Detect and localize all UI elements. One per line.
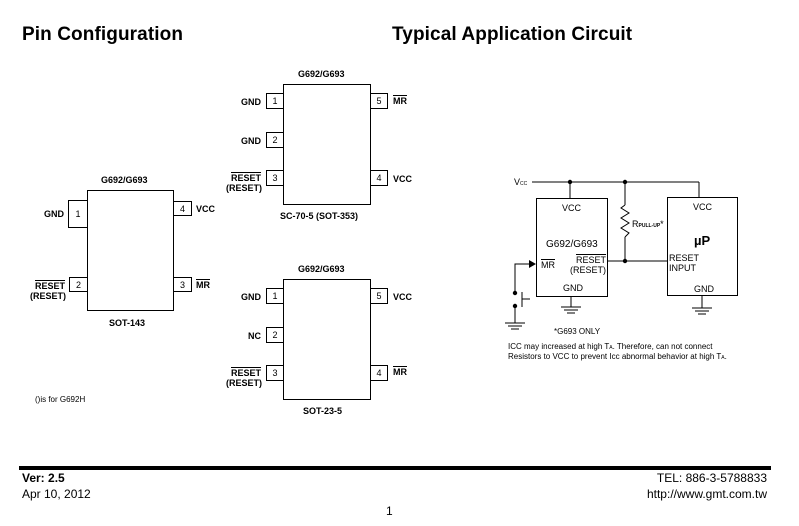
- pin-label-gnd: GND: [44, 209, 64, 219]
- pin-label-reset-alt: (RESET): [226, 183, 262, 193]
- pin-label-mr-bar: MR: [393, 367, 407, 377]
- pin-3: 3: [173, 277, 192, 292]
- pin-1: 1: [266, 93, 284, 109]
- mcu-input-label: INPUT: [669, 263, 696, 273]
- junction-dot: [622, 258, 628, 264]
- pin-4: 4: [370, 170, 388, 186]
- g692-chip-box: [536, 198, 608, 297]
- footer-url[interactable]: http://www.gmt.com.tw: [646, 487, 767, 501]
- footer-tel: TEL: 886-3-5788833: [656, 471, 767, 485]
- page-number: 1: [386, 504, 393, 518]
- vcc-rail-text: V: [514, 177, 521, 187]
- warning-1sub: A: [609, 345, 613, 351]
- package-name: SC-70-5 (SOT-353): [280, 211, 359, 221]
- pin-label-reset-bar: RESET: [231, 368, 262, 378]
- pin-4: 4: [370, 365, 388, 381]
- pin-label-vcc: VCC: [196, 204, 216, 214]
- chip-gnd-label: GND: [563, 283, 583, 293]
- pin-2: 2: [266, 132, 284, 148]
- pin-label-reset-bar: RESET: [35, 281, 66, 291]
- warning-1b: . Therefore, can not connect: [612, 342, 713, 351]
- chip-body: [283, 84, 371, 205]
- pin-label-mr-bar: MR: [393, 96, 407, 106]
- chip-name-label: G692/G693: [546, 239, 598, 250]
- pin-label-reset-alt: (RESET): [30, 291, 66, 301]
- chip-reset-label: RESET: [576, 255, 607, 265]
- pin-2: 2: [266, 327, 284, 343]
- junction-dot: [622, 179, 628, 185]
- pin-label-gnd: GND: [241, 292, 261, 302]
- mcu-name-label: µP: [694, 233, 711, 248]
- warning-2sub: A: [721, 355, 725, 361]
- pin-4: 4: [173, 201, 192, 216]
- pin-label-reset-bar: RESET: [231, 173, 262, 183]
- pin-label-gnd: GND: [241, 97, 261, 107]
- pin-1: 1: [266, 288, 284, 304]
- mcu-gnd-label: GND: [694, 284, 714, 294]
- pin-1: 1: [68, 200, 88, 228]
- mr-arrow-icon: [529, 260, 536, 268]
- warning-2a: Resistors to VCC to prevent Icc abnormal…: [508, 352, 722, 361]
- warning-1a: ICC may increased at high T: [508, 342, 610, 351]
- mcu-box: [667, 197, 738, 296]
- warning-line-2: Resistors to VCC to prevent Icc abnormal…: [508, 352, 727, 363]
- mr-wire: [514, 263, 531, 293]
- chip-body: [87, 190, 174, 311]
- pin-2: 2: [69, 277, 88, 292]
- chip-body: [283, 279, 371, 400]
- vcc-rail-label: VCC: [514, 177, 527, 189]
- pin-label-reset-alt: (RESET): [226, 378, 262, 388]
- pin-label-vcc: VCC: [393, 292, 413, 302]
- pin-label-mr-bar: MR: [196, 280, 210, 290]
- pin-label-nc: NC: [248, 331, 261, 341]
- footnote-g693-only: *G693 ONLY: [554, 327, 601, 336]
- package-name: SOT-143: [109, 318, 146, 328]
- resistor-mark: *: [660, 219, 664, 229]
- footer-date: Apr 10, 2012: [22, 487, 91, 501]
- switch-dot: [512, 303, 518, 309]
- pin-5: 5: [370, 93, 388, 109]
- mcu-vcc-label: VCC: [693, 202, 713, 212]
- package-name: SOT-23-5: [303, 406, 343, 416]
- part-label: G692/G693: [101, 175, 148, 185]
- mcu-reset-label: RESET: [669, 253, 700, 263]
- chip-vcc-label: VCC: [562, 203, 582, 213]
- resistor-zigzag: [620, 204, 630, 238]
- warning-2b: .: [724, 352, 727, 361]
- warning-line-1: ICC may increased at high TA. Therefore,…: [508, 342, 713, 353]
- footer-version: Ver: 2.5: [22, 471, 65, 485]
- pin-3: 3: [266, 365, 284, 381]
- heading-pin-configuration: Pin Configuration: [22, 24, 184, 45]
- chip-reset-alt-label: (RESET): [570, 265, 606, 275]
- footer-rule: [19, 466, 771, 470]
- pin-5: 5: [370, 288, 388, 304]
- note-g692h: ()is for G692H: [35, 395, 86, 404]
- resistor-r: R: [632, 219, 639, 229]
- part-label: G692/G693: [298, 69, 345, 79]
- vcc-rail-sub: CC: [520, 181, 528, 187]
- resistor-sub: PULL-UP: [638, 223, 661, 229]
- junction-dot: [567, 179, 573, 185]
- heading-typical-application-circuit: Typical Application Circuit: [392, 24, 633, 45]
- part-label: G692/G693: [298, 264, 345, 274]
- pin-label-gnd-2: GND: [241, 136, 261, 146]
- switch-dot: [512, 290, 518, 296]
- pin-label-vcc: VCC: [393, 174, 413, 184]
- pin-3: 3: [266, 170, 284, 186]
- resistor-label: RPULL-UP*: [632, 219, 664, 231]
- chip-mr-label: MR: [541, 260, 555, 270]
